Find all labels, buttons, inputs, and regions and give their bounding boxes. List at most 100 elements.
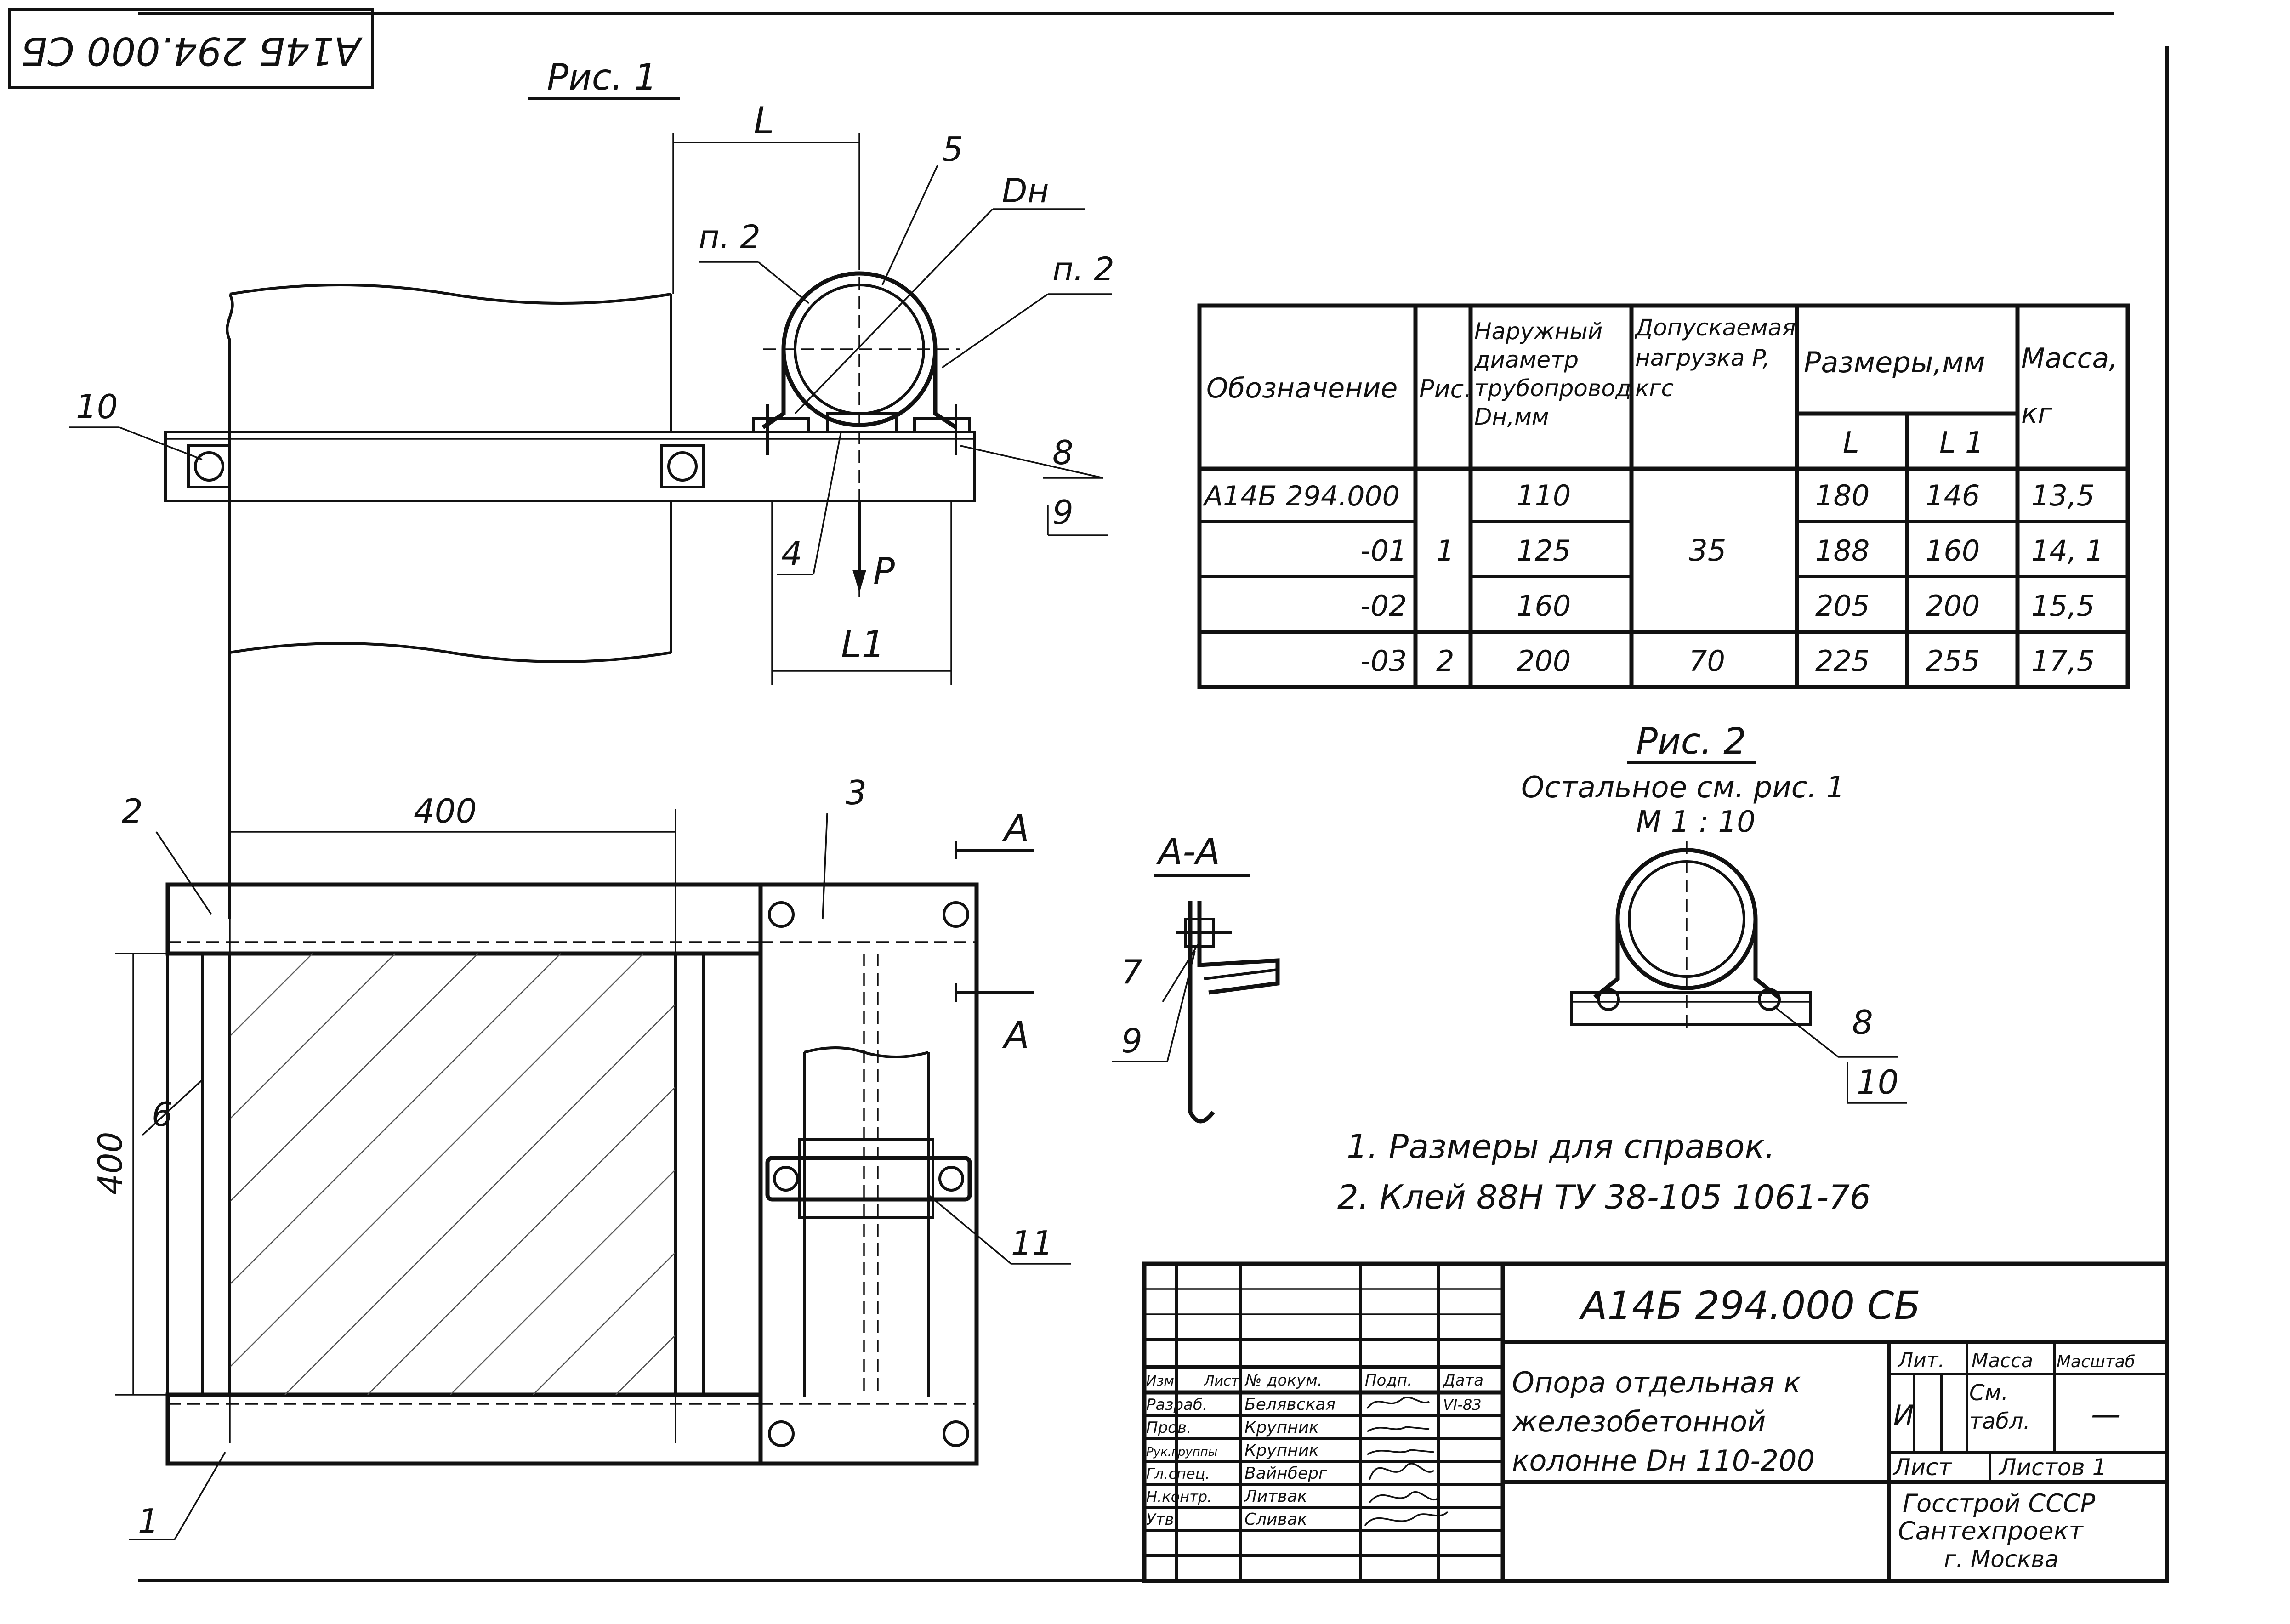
dim-L-label: L <box>754 99 774 142</box>
fig1-pos9: 9 <box>1052 493 1074 532</box>
section-mark-top: А <box>1002 807 1029 850</box>
tb-role-6: Утв. <box>1146 1510 1179 1529</box>
row3-L: 205 <box>1815 589 1870 623</box>
tb-name-4: Вайнберг <box>1244 1464 1328 1483</box>
row1-mass: 13,5 <box>2031 479 2095 512</box>
tb-header-sign: Подп. <box>1365 1371 1412 1390</box>
header-load: Допускаемая нагрузка P, кгс <box>1635 314 1796 402</box>
figure-1: Рис. 1 L L1 <box>69 57 1114 919</box>
bolt-square-mid <box>660 444 705 488</box>
plan-pos6: 6 <box>152 1095 173 1134</box>
row2-L1: 160 <box>1926 534 1980 568</box>
row1-designation: А14Б 294.000 <box>1202 480 1400 512</box>
tb-mass-value: См. табл. <box>1969 1380 2030 1434</box>
clamp <box>761 349 957 429</box>
tb-date: VI-83 <box>1443 1396 1482 1414</box>
section-aa-pos7: 7 <box>1121 953 1142 991</box>
fig1-pos5: 5 <box>942 130 963 169</box>
tb-header-doc: № докум. <box>1244 1371 1323 1390</box>
dim-Dn-label: Dн <box>1002 171 1049 210</box>
header-mass: Масса, кг <box>2021 342 2118 430</box>
header-fig: Рис. <box>1419 375 1472 403</box>
tb-sheets-label: Листов 1 <box>1998 1454 2107 1481</box>
plan-pos11: 11 <box>1011 1224 1053 1262</box>
tb-doc-code: А14Б 294.000 СБ <box>1579 1283 1921 1328</box>
support-beam <box>164 431 976 502</box>
tb-name-line2: железобетонной <box>1511 1405 1766 1438</box>
tb-name-2: Крупник <box>1244 1418 1319 1437</box>
fig1-pos4: 4 <box>781 534 802 573</box>
dim-400-vertical: 400 <box>91 1132 130 1195</box>
sizes-table: Обозначение Рис. Наружный диаметр трубоп… <box>1197 303 2130 689</box>
row4-fig: 2 <box>1436 644 1454 678</box>
note-1: 1. Размеры для справок. <box>1347 1127 1775 1166</box>
tb-role-1: Разраб. <box>1146 1396 1208 1414</box>
row4-L1: 255 <box>1926 644 1980 678</box>
pad-hatching <box>229 953 676 1395</box>
row4-L: 225 <box>1815 644 1870 678</box>
fig2-pos10: 10 <box>1857 1063 1899 1102</box>
tb-org-line1: Госстрой СССР <box>1903 1489 2096 1518</box>
tb-header-date: Дата <box>1442 1371 1483 1390</box>
fig2-title: Рис. 2 <box>1636 721 1746 762</box>
load-P-label: P <box>873 551 895 592</box>
fig2-scale: М 1 : 10 <box>1636 805 1756 839</box>
fig1-title: Рис. 1 <box>547 57 657 98</box>
row3-mass: 15,5 <box>2031 589 2095 623</box>
header-L1: L 1 <box>1939 426 1984 460</box>
dim-400-horizontal: 400 <box>414 792 477 830</box>
notes: 1. Размеры для справок. 2. Клей 88Н ТУ 3… <box>1337 1127 1871 1216</box>
row2-mass: 14, 1 <box>2031 534 2104 568</box>
fig1-pos10: 10 <box>76 387 118 426</box>
row4-designation: -03 <box>1360 644 1407 678</box>
section-aa-pos9: 9 <box>1121 1022 1142 1060</box>
tb-header-izm: Изм. <box>1146 1373 1179 1389</box>
tb-lit-header: Лит. <box>1897 1349 1944 1372</box>
plan-pos3: 3 <box>846 773 867 812</box>
tb-org-line2: Сантехпроект <box>1898 1516 2084 1545</box>
plan-pos1: 1 <box>138 1502 159 1540</box>
row3-diameter: 160 <box>1517 589 1571 623</box>
row4-diameter: 200 <box>1517 644 1571 678</box>
tb-role-3: Рук.группы <box>1146 1445 1217 1459</box>
dim-L1-label: L1 <box>841 623 885 666</box>
tb-scale-header: Масштаб <box>2057 1352 2135 1371</box>
row1-L: 180 <box>1815 479 1870 512</box>
corner-code-stamp: А14Б 294.000 СБ <box>8 8 374 89</box>
tb-role-4: Гл.спец. <box>1146 1465 1210 1482</box>
figure-2: Рис. 2 Остальное см. рис. 1 М 1 : 10 8 1… <box>1521 721 1907 1104</box>
fig2-pos8: 8 <box>1852 1003 1873 1042</box>
note-ref-n2-right: п. 2 <box>1052 250 1114 288</box>
section-a-a: А-А 7 9 <box>1112 831 1280 1124</box>
row3-L1: 200 <box>1926 589 1980 623</box>
tb-lit-value: И <box>1893 1399 1914 1431</box>
tb-sheet-label: Лист <box>1892 1454 1953 1481</box>
tb-name-3: Крупник <box>1244 1441 1319 1460</box>
fig-cell-1: 1 <box>1436 534 1454 568</box>
header-L: L <box>1843 426 1859 460</box>
bolt-square-left <box>187 444 231 488</box>
row2-diameter: 125 <box>1517 534 1571 568</box>
tb-name-line3: колонне Dн 110-200 <box>1512 1444 1815 1477</box>
header-dimensions: Размеры,мм <box>1804 346 1985 379</box>
tb-org-line3: г. Москва <box>1944 1546 2059 1573</box>
row4-mass: 17,5 <box>2031 644 2095 678</box>
plan-pos2: 2 <box>122 792 143 830</box>
signatures <box>1364 1396 1449 1527</box>
row2-designation: -01 <box>1360 534 1407 568</box>
glued-pad-area <box>229 953 676 1396</box>
note-2: 2. Клей 88Н ТУ 38-105 1061-76 <box>1337 1178 1871 1216</box>
row4-load: 70 <box>1689 644 1725 678</box>
header-designation: Обозначение <box>1206 372 1398 404</box>
tb-mass-header: Масса <box>1972 1349 2033 1372</box>
row2-L: 188 <box>1815 534 1870 568</box>
note-ref-n2-left: п. 2 <box>699 218 761 256</box>
header-outer-diameter: Наружный диаметр трубопровода Dн,мм <box>1474 318 1631 430</box>
plan-view: 400 400 2 3 6 1 11 А А <box>91 773 1071 1540</box>
tb-scale-value: — <box>2091 1398 2120 1432</box>
tb-header-list: Лист <box>1204 1373 1240 1389</box>
section-mark-bottom: А <box>1002 1014 1029 1056</box>
tb-name-line1: Опора отдельная к <box>1512 1366 1801 1399</box>
row1-L1: 146 <box>1926 479 1980 512</box>
